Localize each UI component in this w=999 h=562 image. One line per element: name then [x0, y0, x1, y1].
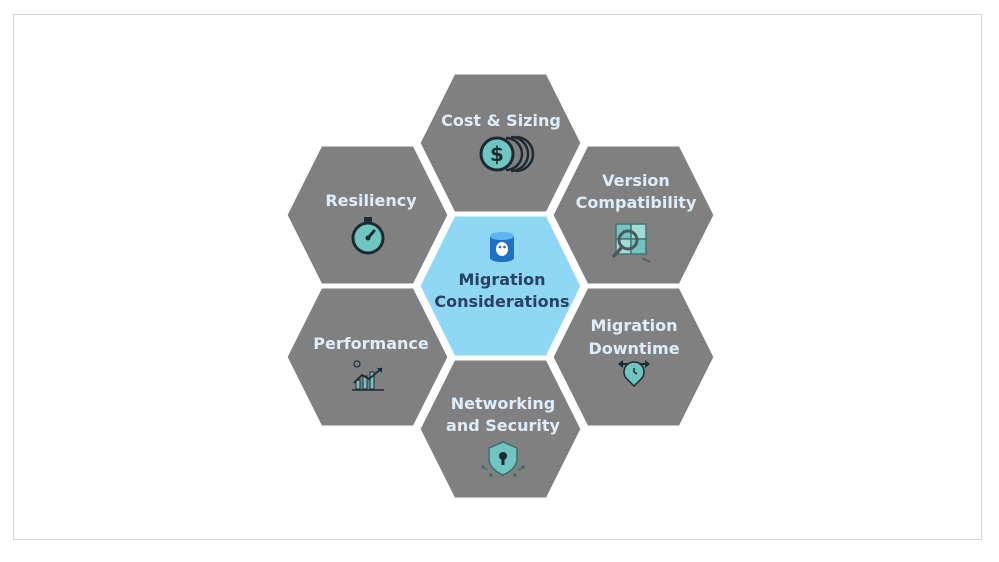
puzzle-magnifier-icon	[612, 223, 651, 263]
hex-shape	[284, 285, 451, 429]
svg-text:$: $	[490, 142, 504, 166]
hex-label: Performance	[313, 334, 429, 353]
hex-networking-security: Networking and Security	[417, 357, 584, 501]
hex-label: Cost & Sizing	[441, 111, 561, 130]
postgres-database-icon	[490, 232, 514, 262]
hex-performance: Performance	[284, 285, 451, 429]
hex-label-line1: Migration	[458, 270, 545, 289]
hex-migration-downtime: Migration Downtime	[550, 285, 717, 429]
hex-label: Resiliency	[325, 191, 417, 210]
hex-migration-considerations: Migration Considerations	[417, 213, 584, 359]
hex-shape	[550, 285, 717, 429]
dollar-coin-icon: $	[479, 135, 535, 173]
hex-label-line2: Compatibility	[576, 193, 697, 212]
hex-shape	[550, 143, 717, 287]
hex-label-line2: and Security	[446, 416, 560, 435]
hex-shape	[417, 213, 584, 359]
hex-label-line2: Downtime	[588, 339, 679, 358]
hex-label-line1: Networking	[451, 394, 556, 413]
hex-shape	[417, 357, 584, 501]
hex-cost-sizing: Cost & Sizing $	[417, 71, 584, 215]
growth-chart-icon	[352, 360, 384, 391]
hex-label-line2: Considerations	[434, 292, 569, 311]
hex-label-line1: Version	[602, 171, 670, 190]
hex-version-compatibility: Version Compatibility	[550, 143, 717, 287]
hex-shape	[284, 143, 451, 287]
stopwatch-icon	[351, 217, 385, 255]
clock-pin-icon	[618, 360, 650, 388]
shield-lock-icon	[481, 441, 525, 477]
hex-resiliency: Resiliency	[284, 143, 451, 287]
hex-label-line1: Migration	[590, 316, 677, 335]
